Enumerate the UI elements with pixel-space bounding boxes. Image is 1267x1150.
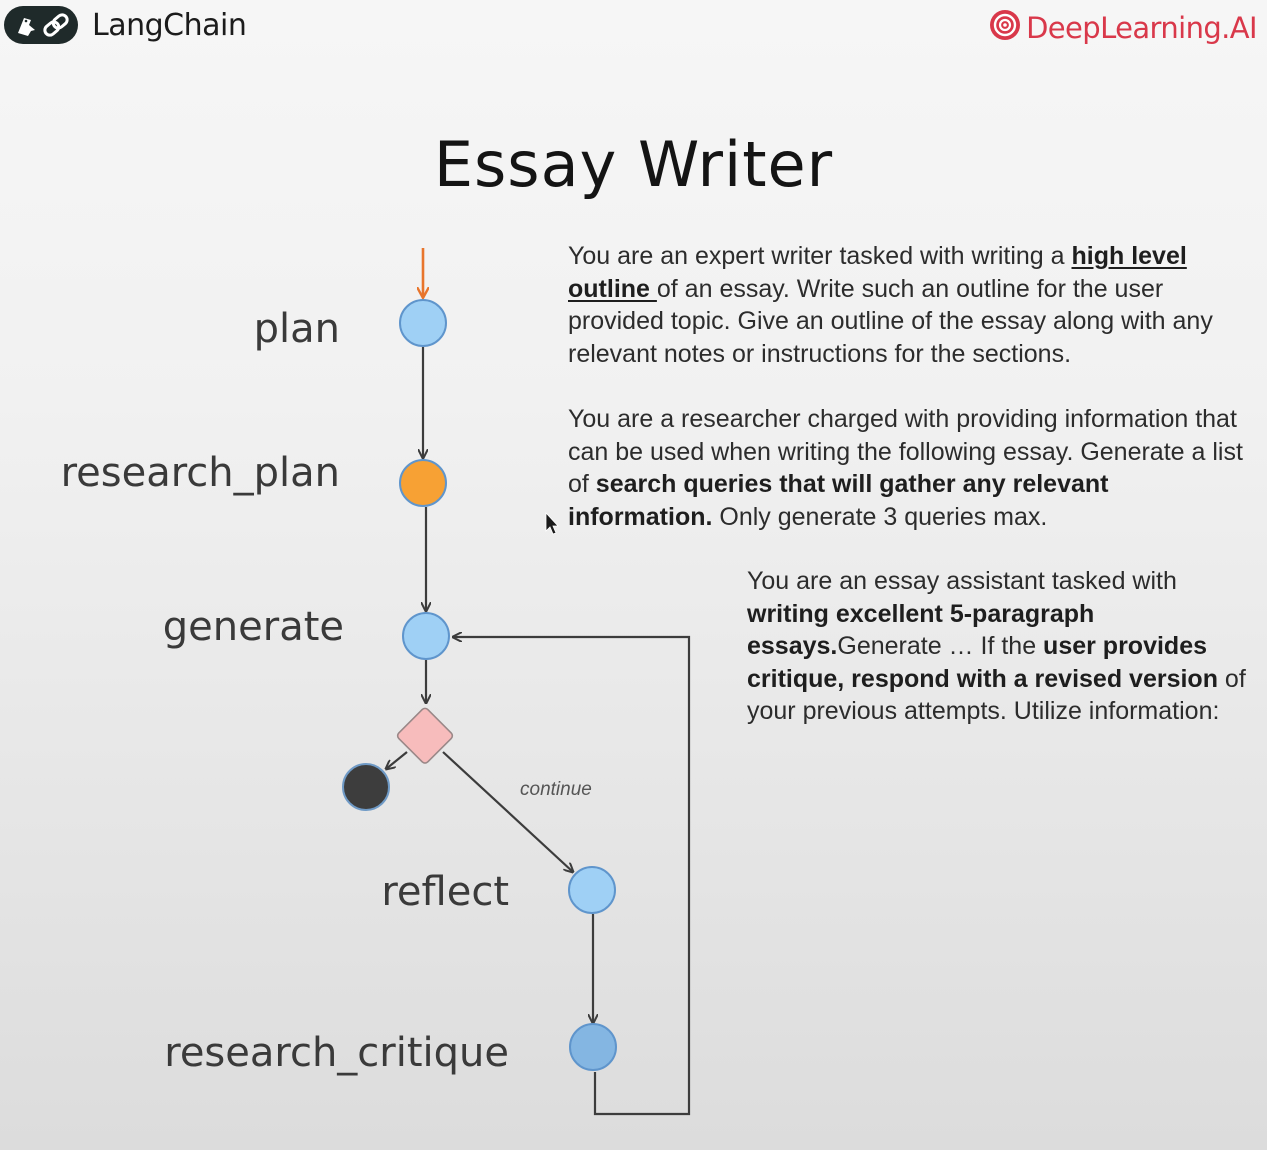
mouse-cursor-icon xyxy=(545,511,559,535)
reflect-label: reflect xyxy=(381,869,509,915)
plan-node xyxy=(399,299,447,347)
langchain-brand: LangChain xyxy=(4,6,247,44)
edge-research-critique-generate xyxy=(453,637,691,1116)
research-plan-label: research_plan xyxy=(60,450,340,496)
langchain-wordmark: LangChain xyxy=(92,7,247,43)
edge-decision-reflect xyxy=(442,751,573,872)
decision-node xyxy=(396,707,454,764)
research-critique-label: research_critique xyxy=(164,1030,509,1076)
plan-label: plan xyxy=(253,306,340,352)
generate-prompt-text: You are an essay assistant tasked with w… xyxy=(747,567,1246,725)
reflect-node xyxy=(568,866,616,914)
research-plan-prompt-text: You are a researcher charged with provid… xyxy=(568,405,1243,531)
plan-prompt-text: You are an expert writer tasked with wri… xyxy=(568,242,1213,368)
deeplearning-wordmark: DeepLearning.AI xyxy=(1026,10,1258,45)
research-plan-node xyxy=(399,459,447,507)
generate-label: generate xyxy=(162,604,344,650)
continue-edge-label: continue xyxy=(520,779,592,800)
research-critique-node xyxy=(569,1023,617,1071)
generate-node xyxy=(402,612,450,660)
deeplearning-ai-logo-icon xyxy=(988,8,1022,47)
page-title: Essay Writer xyxy=(433,128,834,201)
edge-decision-end xyxy=(386,751,408,769)
end-node xyxy=(342,763,390,811)
parrot-link-icon xyxy=(4,6,78,44)
deeplearning-brand: DeepLearning.AI xyxy=(988,8,1258,47)
